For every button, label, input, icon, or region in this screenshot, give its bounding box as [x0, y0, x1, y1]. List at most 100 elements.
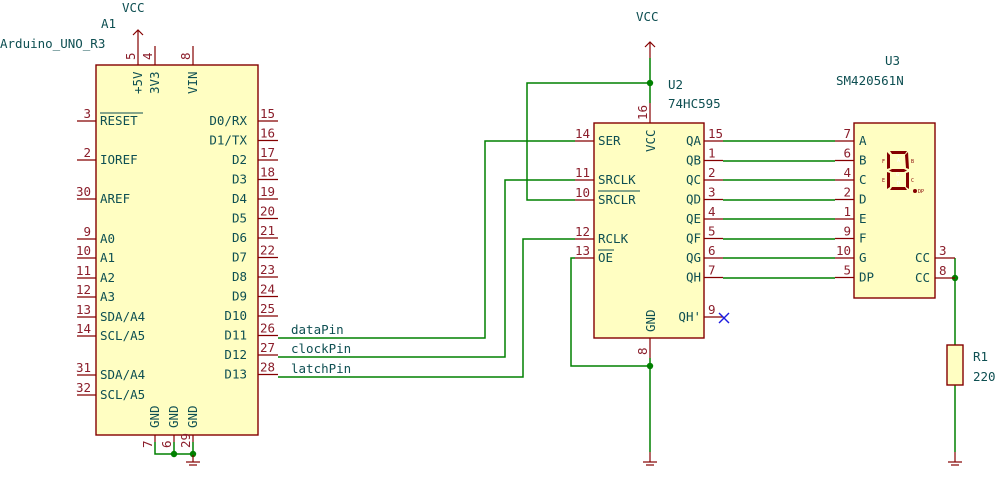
arduino-left-pin-number: 30	[76, 184, 91, 199]
arduino-right-pin-number: 24	[260, 282, 275, 297]
shift-register-right-pin-name: QG	[686, 250, 701, 265]
net-label-clockpin: clockPin	[291, 341, 351, 356]
arduino-right-pin-number: 17	[260, 145, 275, 160]
seven-segment-left-pin-name: E	[859, 211, 867, 226]
arduino-left-pin-name: SCL/A5	[100, 387, 145, 402]
net-label-datapin: dataPin	[291, 322, 344, 337]
gnd-symbol-a1	[186, 455, 200, 466]
seven-segment-right-pin-number: 3	[939, 243, 947, 258]
arduino-left-pin-name: SDA/A4	[100, 367, 145, 382]
arduino-left-pin-number: 12	[76, 282, 91, 297]
arduino-right-pin-number: 19	[260, 184, 275, 199]
junction-a1-gnd6	[170, 450, 178, 458]
arduino-left-pin-name: A0	[100, 231, 115, 246]
vcc-label-a1: VCC	[122, 0, 145, 15]
arduino-right-pin-number: 16	[260, 126, 275, 141]
segment-letter-e: E	[882, 178, 885, 184]
shift-register-right-pin-number: 6	[708, 243, 716, 258]
shift-register-right-pin-number: 9	[708, 302, 716, 317]
shift-register-right-pin-name: QH	[686, 270, 701, 285]
resistor-body	[946, 344, 964, 386]
wires	[154, 58, 959, 458]
shift-register-right-pin-number: 7	[708, 263, 716, 278]
arduino-left-pin-number: 3	[83, 106, 91, 121]
wire-a1-gnd-bus	[154, 442, 193, 455]
shift-register-right-pin-name: QH'	[678, 309, 701, 324]
vcc-label-u2: VCC	[636, 9, 659, 24]
arduino-right-pin-name: D2	[232, 152, 247, 167]
seven-segment-left-pin-name: C	[859, 172, 867, 187]
arduino-right-pin-name: D11	[224, 328, 247, 343]
shift-register-left-pin-number: 11	[575, 165, 590, 180]
arduino-left-pin-name: IOREF	[100, 152, 138, 167]
arduino-top-pin-number: 5	[123, 52, 138, 60]
arduino-left-pin-name: SCL/A5	[100, 328, 145, 343]
arduino-value: Arduino_UNO_R3	[0, 36, 105, 51]
shift-register-right-pin-number: 15	[708, 126, 723, 141]
shift-register-left-pin-number: 12	[575, 224, 590, 239]
shift-register-gnd-pin-name: GND	[643, 309, 658, 332]
resistor-symbol: R1 220	[946, 344, 996, 386]
wire-datapin	[278, 140, 575, 339]
seven-segment-digit-glyph: A B C D E F G DP	[882, 151, 924, 195]
arduino-top-pin-name: VIN	[185, 71, 200, 94]
arduino-top-pin-name: +5V	[130, 71, 145, 94]
shift-register-right-pin-name: QA	[686, 133, 702, 148]
shift-register-left-pin-name: SRCLK	[598, 172, 636, 187]
segment-g	[889, 169, 907, 172]
arduino-bottom-pin-name: GND	[185, 405, 200, 428]
seven-segment-left-pin-name: DP	[859, 270, 874, 285]
shift-register-right-pin-number: 3	[708, 185, 716, 200]
shift-register-right-pin-name: QF	[686, 231, 701, 246]
segment-e	[887, 172, 890, 189]
arduino-top-pin-number: 8	[178, 52, 193, 60]
seven-segment-left-pin-number: 1	[843, 204, 851, 219]
shift-register-right-pin-number: 1	[708, 146, 716, 161]
vcc-symbol-a1: VCC	[122, 0, 145, 46]
arduino-right-pin-number: 21	[260, 223, 275, 238]
seven-segment-left-pin-number: 6	[843, 146, 851, 161]
arduino-bottom-pin-name: GND	[147, 405, 162, 428]
segment-letter-c: C	[911, 178, 914, 184]
wire-latchpin	[278, 238, 575, 378]
shift-register-vcc-pin-name: VCC	[643, 129, 658, 152]
seven-segment-left-pin-name: D	[859, 192, 867, 207]
shift-register-right-pin-number: 5	[708, 224, 716, 239]
seven-segment-left-pin-number: 4	[843, 165, 851, 180]
shift-register-left-pin-name: SRCLR	[598, 192, 636, 207]
segment-letter-g: G	[896, 172, 899, 178]
arduino-right-pin-number: 18	[260, 165, 275, 180]
segment-letter-d: D	[897, 181, 900, 187]
arduino-right-pin-name: D10	[224, 308, 247, 323]
arduino-left-pin-number: 13	[76, 302, 91, 317]
seven-segment-value: SM420561N	[836, 73, 904, 88]
segment-a	[890, 151, 907, 154]
vcc-symbol-u2: VCC	[636, 9, 659, 58]
gnd-symbol-u2	[643, 452, 657, 466]
arduino-body	[95, 64, 259, 436]
junction-u2-vcc	[646, 79, 654, 87]
arduino-right-pin-number: 20	[260, 204, 275, 219]
seven-segment-left-pin-number: 9	[843, 224, 851, 239]
arduino-left-pin-name: A2	[100, 270, 115, 285]
shift-register-ref: U2	[668, 77, 683, 92]
gnd-symbol-r1	[948, 452, 962, 466]
arduino-right-pin-number: 27	[260, 340, 275, 355]
shift-register-right-pin-name: QE	[686, 211, 701, 226]
arduino-right-pin-number: 28	[260, 360, 275, 375]
seven-segment-left-pin-number: 2	[843, 185, 851, 200]
arduino-left-pin-number: 11	[76, 263, 91, 278]
shift-register-left-pin-name: OE	[598, 250, 613, 265]
shift-register-right-pin-name: QD	[686, 192, 701, 207]
arduino-left-pin-name: RESET	[100, 113, 138, 128]
arduino-right-pin-name: D5	[232, 211, 247, 226]
seven-segment-left-pin-name: B	[859, 153, 867, 168]
arduino-right-pin-name: D6	[232, 230, 247, 245]
shift-register-left-pin-number: 10	[575, 185, 590, 200]
seven-segment-right-pin-number: 8	[939, 263, 947, 278]
arduino-right-pin-name: D4	[232, 191, 247, 206]
arduino-right-pin-name: D7	[232, 250, 247, 265]
